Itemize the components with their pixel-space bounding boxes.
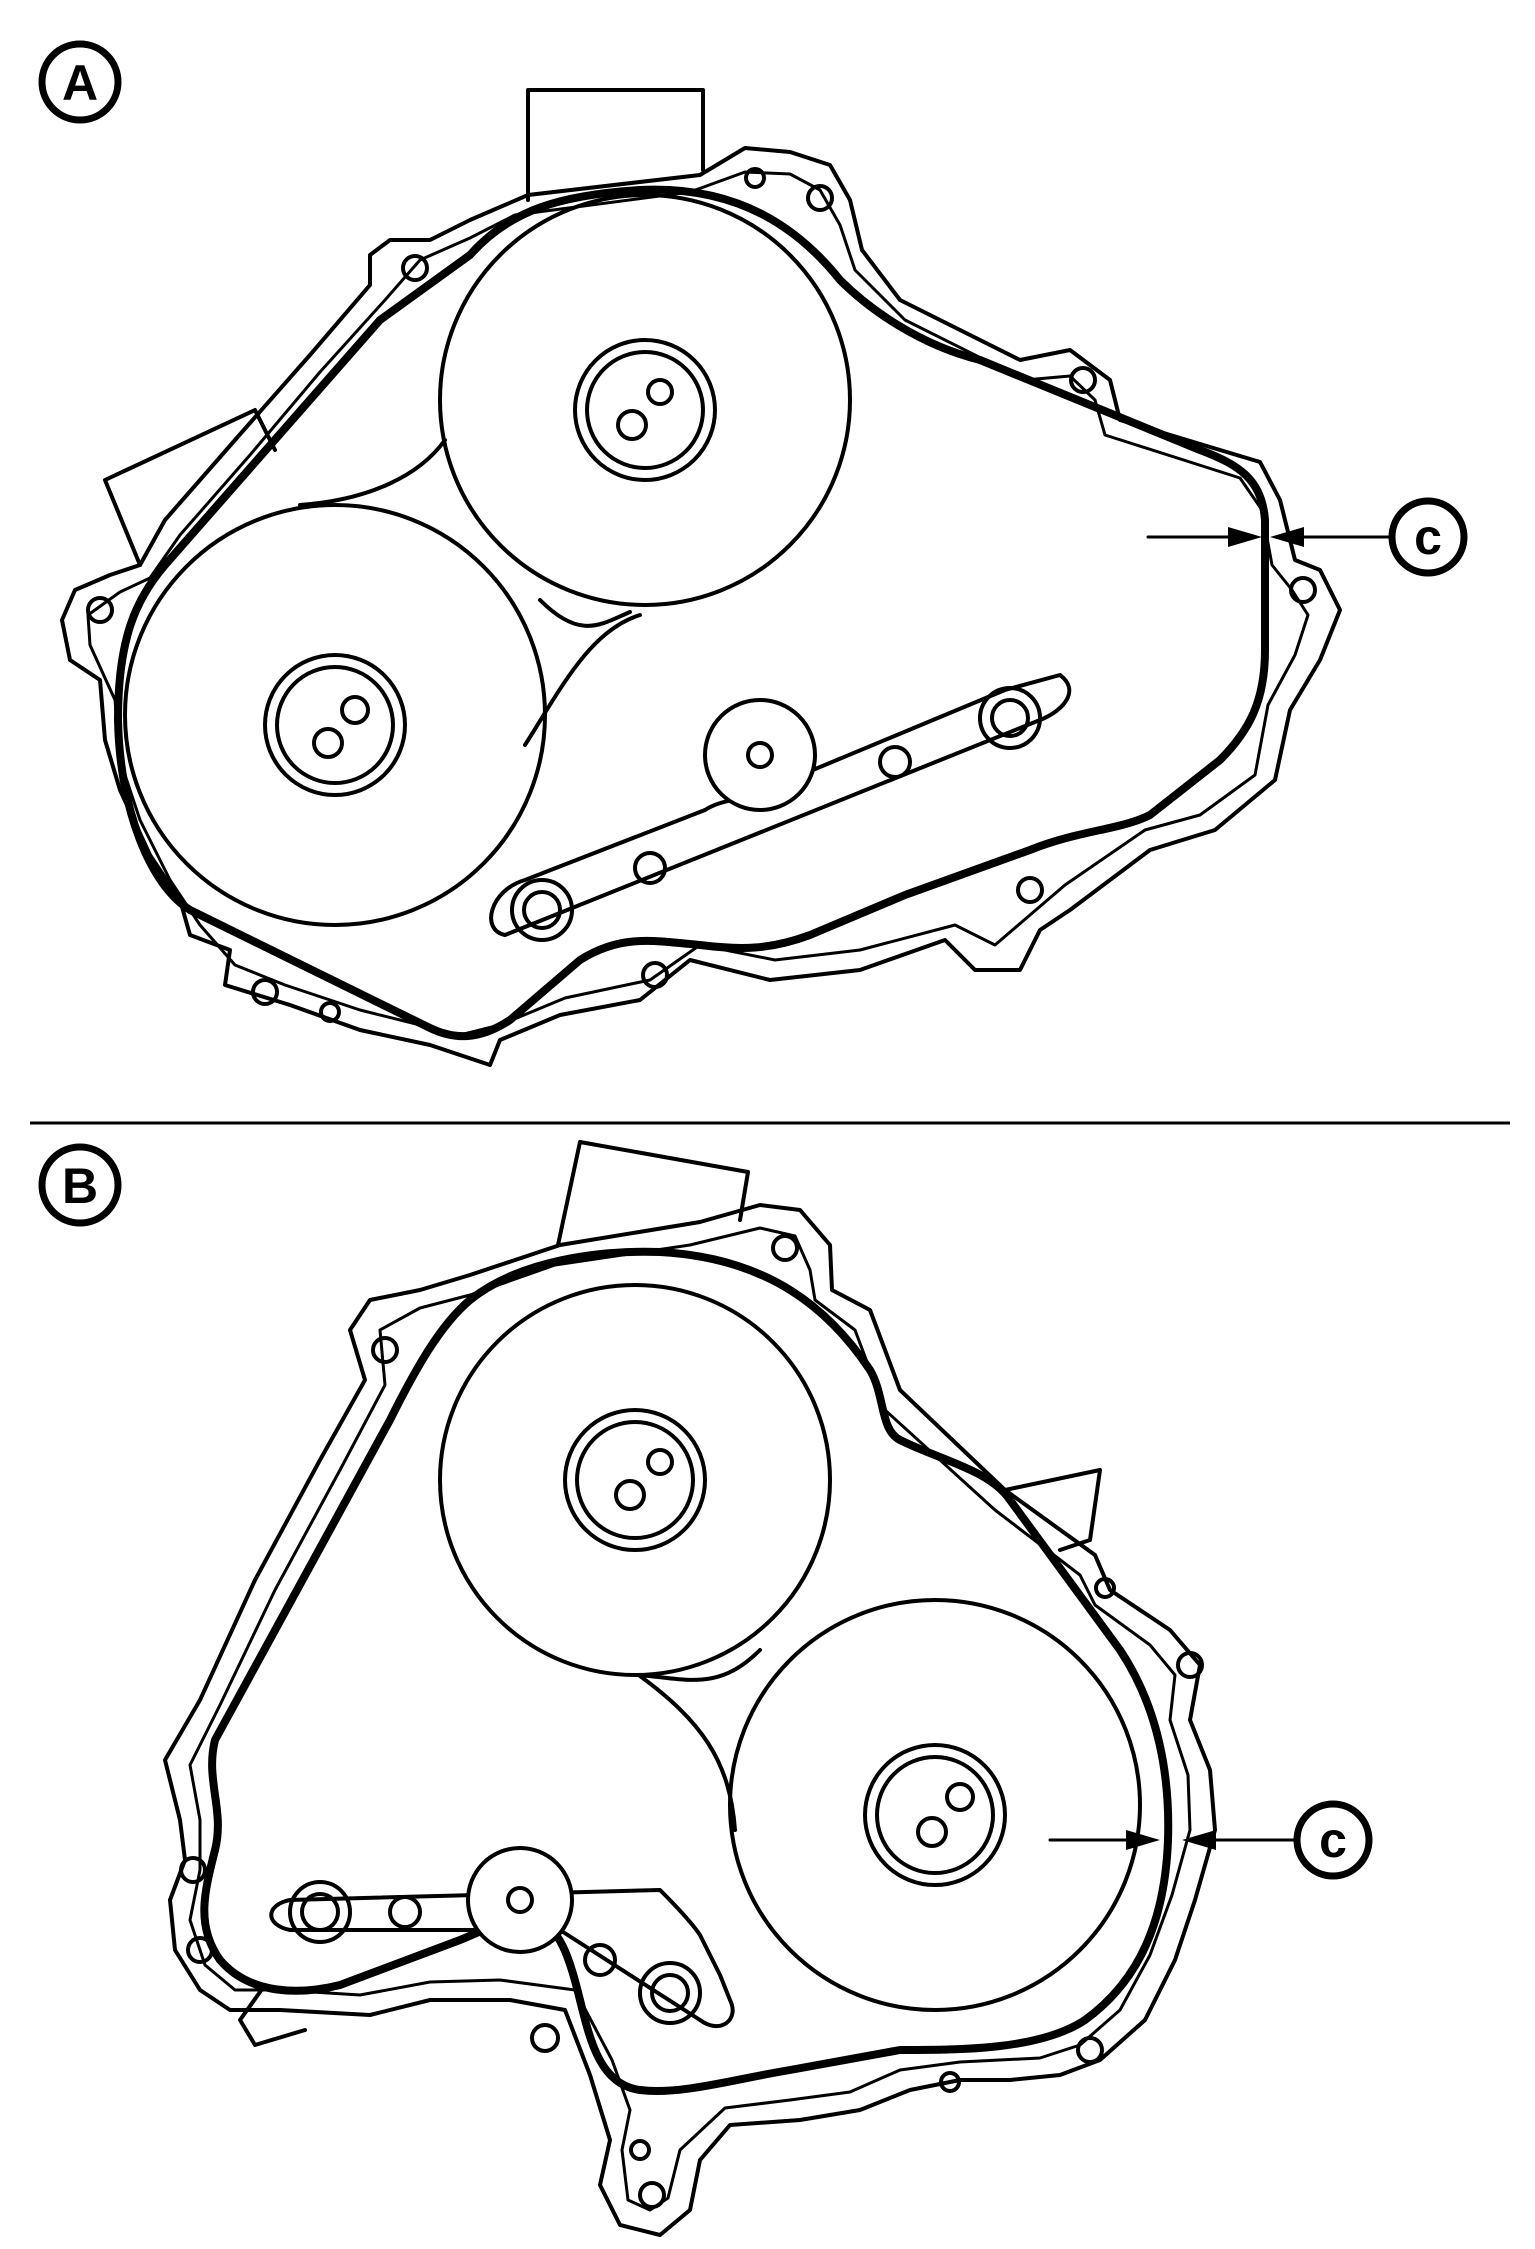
view-b-cam-sprocket-lower [728,1598,1142,2012]
view-a-callout-letter: c [1414,509,1442,565]
view-b-tensioner [269,1846,735,2028]
view-a-sprocket-web [298,438,642,747]
view-a-cam-sprocket-lower [123,503,547,927]
view-a-cam-sprocket-upper [438,193,852,607]
view-a-timing-belt [114,185,1269,1041]
view-b-sprocket-web [638,1648,762,1832]
view-a-bolt-holes [86,167,1317,1023]
view-b-clearance-marker: c [1048,1800,1373,1880]
view-a-gasket-inner [86,170,1310,1037]
view-a-gasket-outer [60,146,1342,1067]
view-b-label: B [38,1143,122,1227]
view-b-gasket-outer [163,1203,1217,2237]
view-a-left-tab [103,408,277,567]
view-b-callout-letter: c [1319,1812,1347,1868]
view-b-timing-belt [200,1247,1173,2095]
view-b-top-tab [556,1140,750,1247]
view-b: B [38,1140,1373,2237]
view-a-top-tab [526,88,705,202]
view-b-bolt-holes [179,1234,1204,2209]
view-a: A [38,40,1468,1067]
view-b-letter: B [62,1158,98,1214]
view-a-tensioner [489,673,1072,942]
view-a-label: A [38,40,122,124]
view-b-cam-sprocket-upper [438,1283,832,1677]
view-a-clearance-marker: c [1146,497,1468,577]
view-b-left-tab [238,1983,307,2047]
view-b-right-tab [1003,1468,1102,1552]
view-a-letter: A [62,55,98,111]
